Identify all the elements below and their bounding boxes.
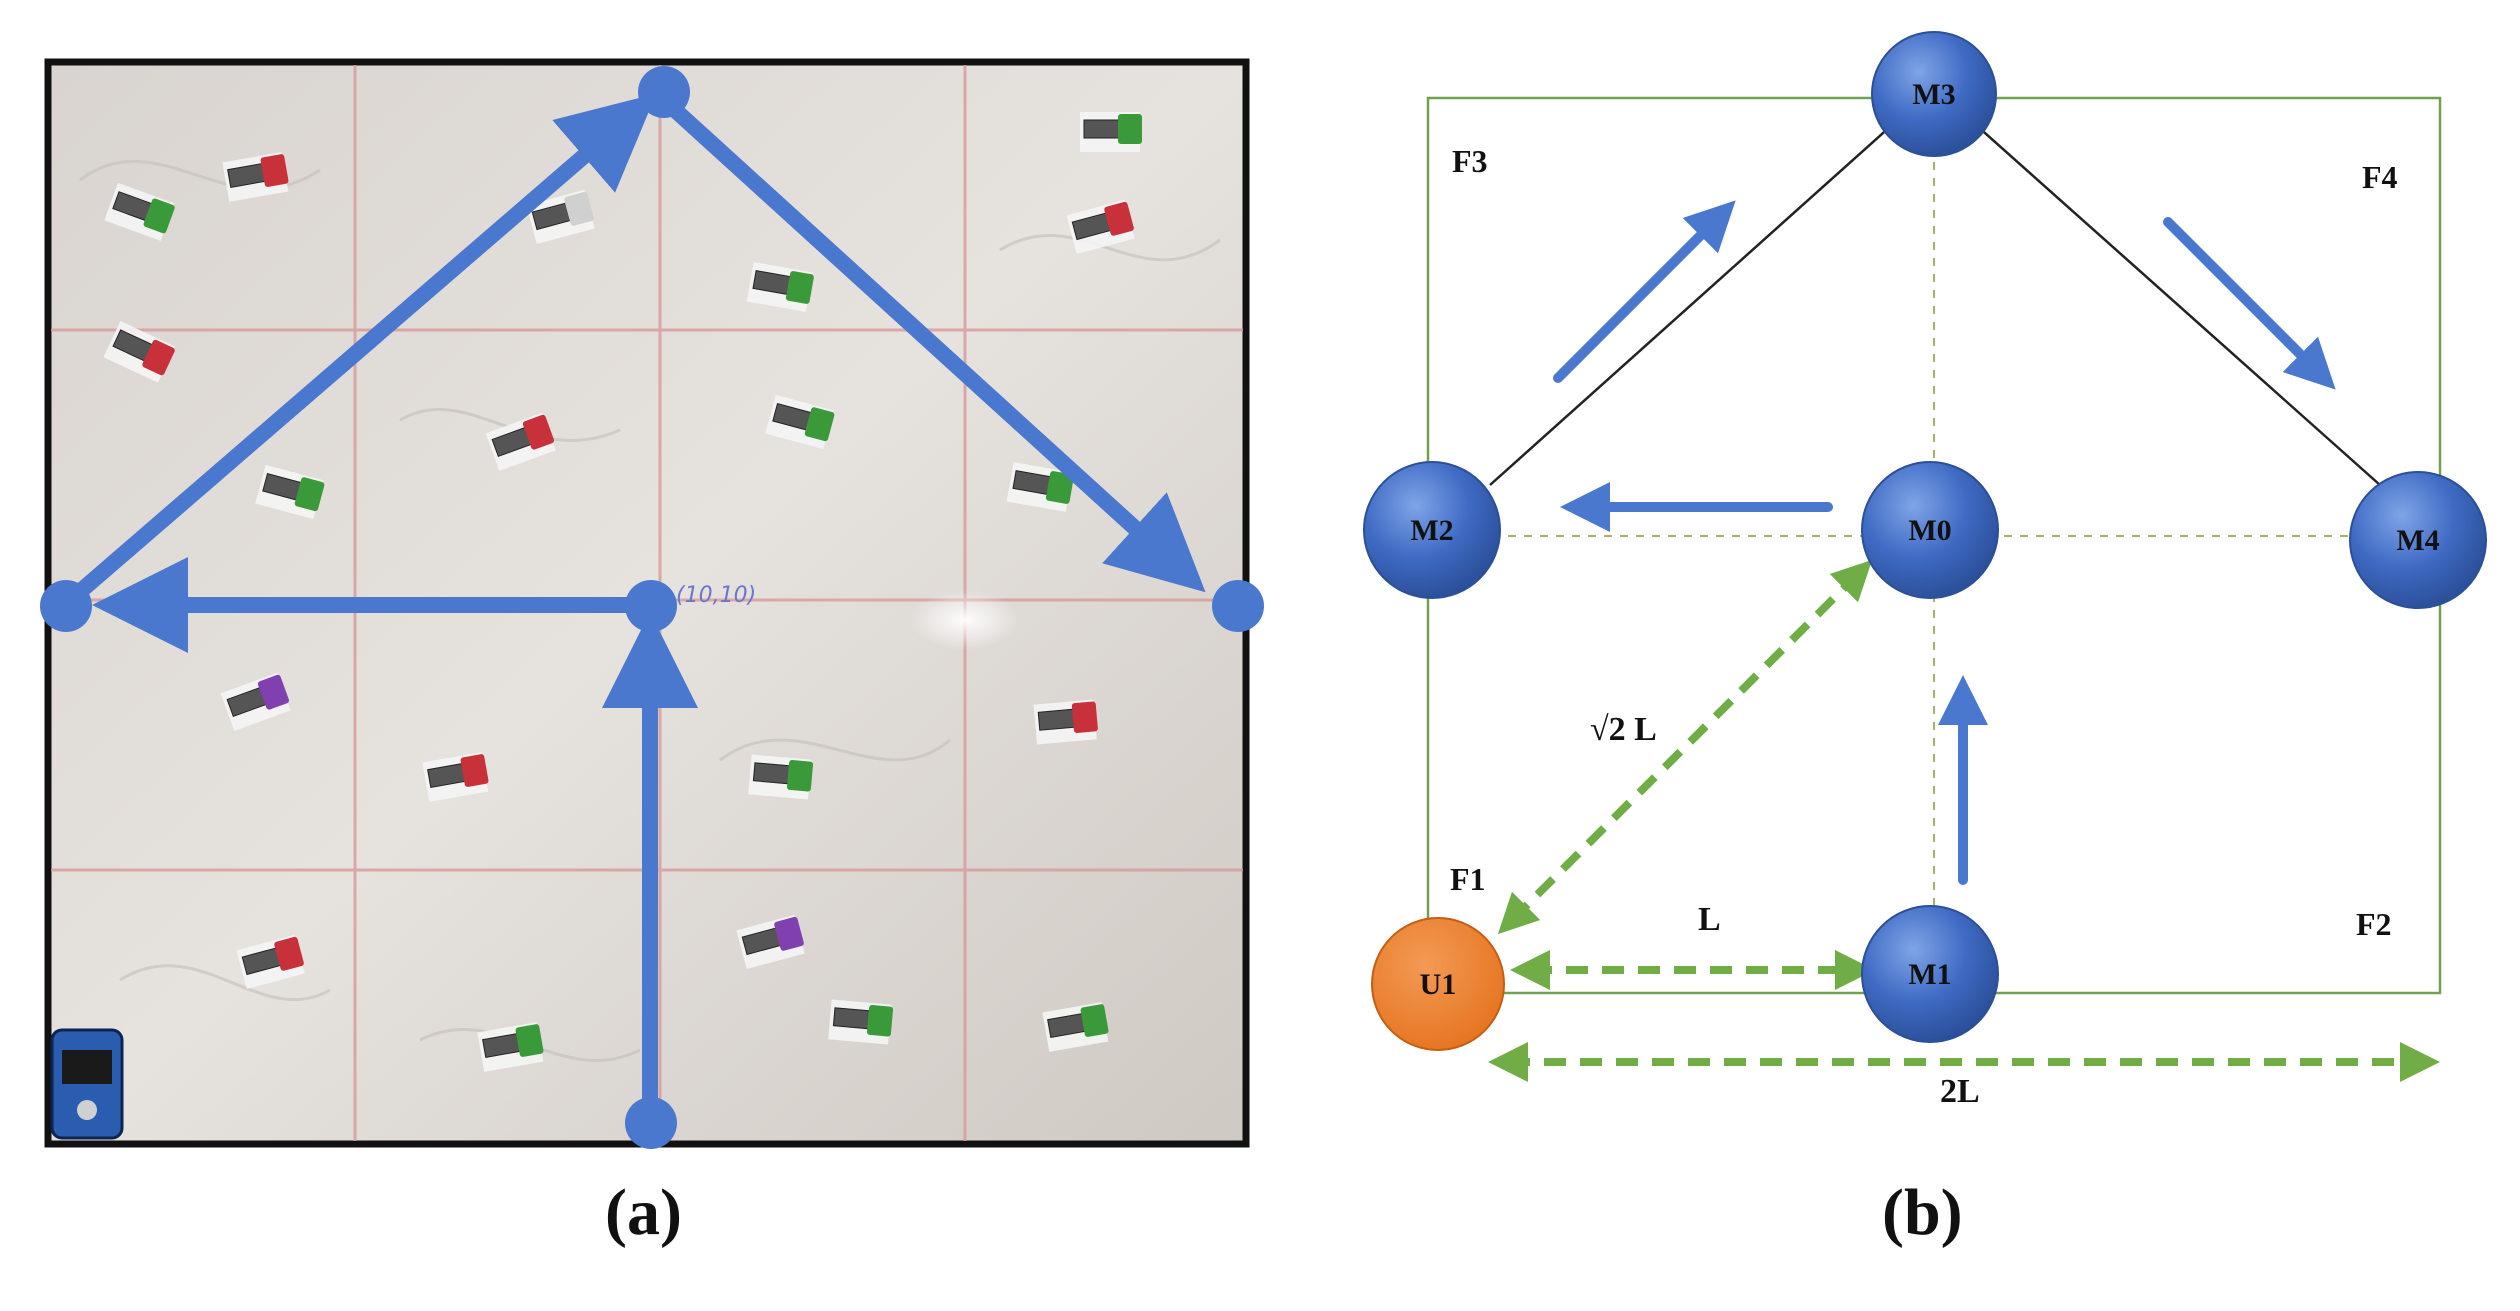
field-label-f3: F3 (1452, 143, 1488, 179)
node-m0: M0 (1861, 461, 1999, 599)
sensor-node (422, 752, 489, 802)
robot-icon (50, 1028, 124, 1140)
sensor-node (765, 394, 835, 450)
distance-arrows (1488, 559, 2440, 1082)
sensor-node (222, 152, 289, 202)
floor-mark: (10,10) (676, 583, 756, 608)
path-up-diagonal (68, 93, 657, 603)
distance-label-l: L (1698, 901, 1721, 938)
field-label-f4: F4 (2362, 159, 2398, 195)
sensor-node (748, 754, 814, 800)
waypoint-start (625, 1097, 677, 1149)
arrow-m2-to-m3 (1553, 200, 1736, 383)
distance-label-sqrt2l: √2 L (1590, 711, 1657, 748)
sensor-node (485, 412, 556, 471)
arrow-m3-to-m4 (2163, 217, 2336, 390)
sensor-node (103, 321, 175, 383)
svg-text:M2: M2 (1410, 514, 1453, 547)
sensor-node (220, 672, 291, 731)
node-m1: M1 (1861, 905, 1999, 1043)
sensor-node (255, 464, 325, 520)
svg-text:M4: M4 (2396, 524, 2439, 557)
distance-sqrt2l-arrow (1497, 559, 1873, 935)
svg-text:M1: M1 (1908, 958, 1951, 991)
waypoint-center (625, 580, 677, 632)
node-u1: U1 (1371, 917, 1505, 1051)
sensor-node (1033, 699, 1098, 745)
sensor-node (1042, 1002, 1109, 1052)
panel-b-diagram: M3 M2 M0 M4 M1 U1 F3 F4 F1 F2 √2 L L 2L (1363, 31, 2487, 1110)
link-m2-m3 (1489, 124, 1893, 486)
waypoints (40, 66, 1264, 1149)
svg-text:M3: M3 (1912, 78, 1955, 111)
sensor-node (1080, 112, 1142, 152)
panel-a-photo: (10,10) (40, 58, 1264, 1149)
sensor-node (1006, 462, 1074, 512)
node-m2: M2 (1363, 461, 1501, 599)
sensor-node (828, 999, 894, 1045)
path-down-diagonal (667, 102, 1206, 593)
light-glare (910, 590, 1020, 650)
svg-text:M0: M0 (1908, 514, 1951, 547)
movement-arrows (1553, 200, 2336, 885)
trajectory (68, 93, 1206, 1128)
waypoint-left (40, 580, 92, 632)
sensor-nodes (103, 112, 1142, 1072)
sensor-node (477, 1022, 544, 1072)
sensor-node (746, 262, 814, 312)
distance-label-2l: 2L (1940, 1073, 1980, 1110)
field-label-f2: F2 (2356, 906, 2392, 942)
caption-a: (a) (605, 1176, 682, 1249)
sensor-node (1066, 199, 1135, 255)
sensor-node (526, 189, 595, 245)
waypoint-right (1212, 580, 1264, 632)
sensor-node (104, 182, 175, 241)
node-m4: M4 (2349, 471, 2487, 609)
node-m3: M3 (1871, 31, 1997, 157)
waypoint-top (638, 66, 690, 118)
link-m3-m4 (1975, 124, 2381, 486)
field-label-f1: F1 (1450, 861, 1486, 897)
sensor-node (736, 914, 805, 970)
svg-text:U1: U1 (1420, 968, 1457, 1001)
sensor-node (236, 934, 305, 990)
caption-b: (b) (1882, 1176, 1963, 1249)
